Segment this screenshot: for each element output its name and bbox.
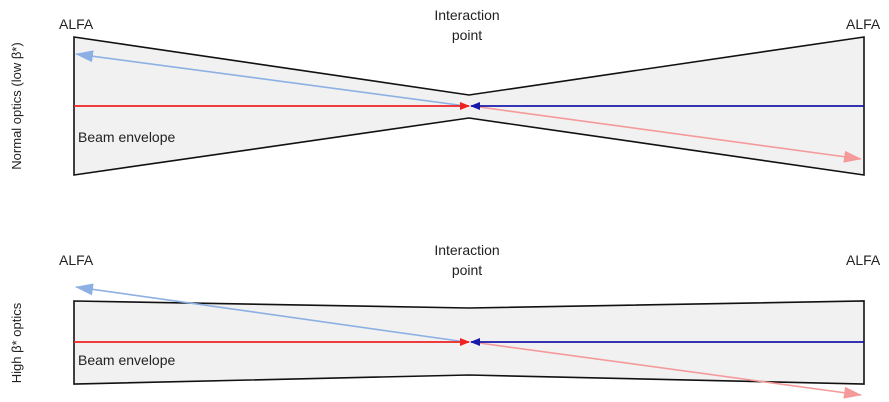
scattered-proton-right-arrow	[471, 341, 862, 399]
panel-high-beta-optics: High β* optics ALFA ALFA Interaction poi…	[9, 242, 881, 399]
scattered-proton-left-arrow	[75, 283, 467, 343]
scattered-proton-right-arrow	[471, 105, 862, 163]
interaction-point-label-line2: point	[452, 27, 482, 43]
detector-label-left: ALFA	[59, 16, 94, 32]
interaction-point-label-line1: Interaction	[434, 242, 499, 258]
detector-label-left: ALFA	[59, 252, 94, 268]
panel-normal-optics: Normal optics (low β*) ALFA ALFA Interac…	[9, 7, 881, 176]
interaction-point-label-line2: point	[452, 262, 482, 278]
beam-envelope-label: Beam envelope	[78, 352, 176, 368]
detector-label-right: ALFA	[846, 16, 881, 32]
side-label-normal-optics: Normal optics (low β*)	[9, 42, 24, 169]
scattered-proton-left-arrow	[75, 50, 467, 107]
side-label-high-beta-optics: High β* optics	[9, 302, 24, 383]
beam-envelope-label: Beam envelope	[78, 129, 176, 145]
interaction-point-label-line1: Interaction	[434, 7, 499, 23]
detector-label-right: ALFA	[846, 252, 881, 268]
